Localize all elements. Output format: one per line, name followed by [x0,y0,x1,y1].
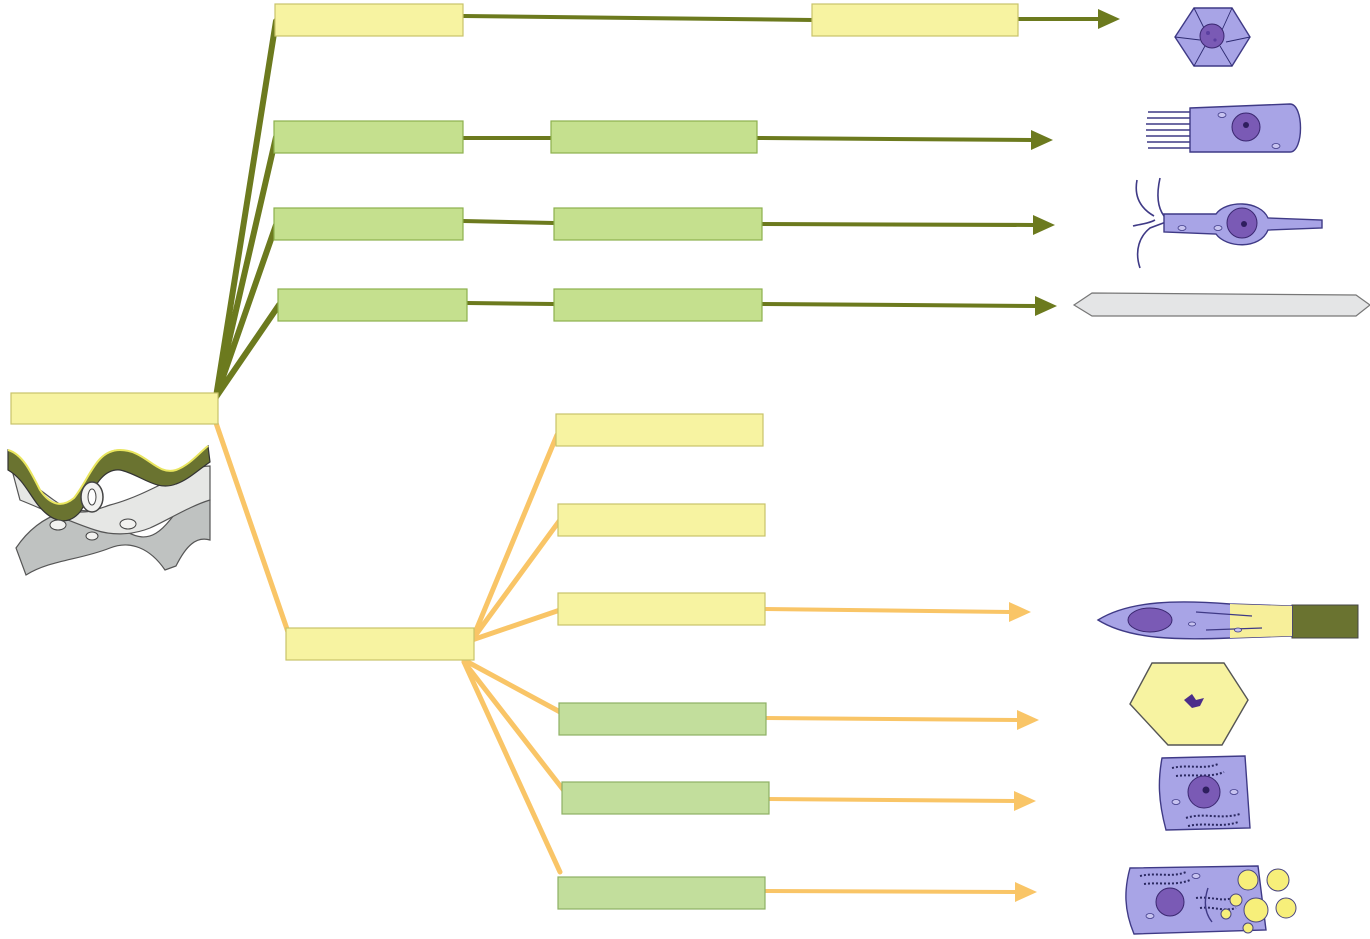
connector-meso-5-arrow [766,797,1017,803]
box-meso-5 [561,781,770,815]
connector-meso-4-arrow [763,716,1020,722]
connector-ecto-3b-arrow [760,222,1036,227]
box-ecto-4b [553,288,763,322]
cornified-cell-icon [1129,662,1249,746]
adipocyte-precursor-cell-icon [1125,865,1297,935]
box-meso-3 [557,592,766,626]
box-meso-1 [555,413,764,447]
connector-root-ecto-3 [213,222,279,400]
connector-meso-5 [461,659,568,795]
connector-root-meso [213,420,291,635]
connector-meso-4 [461,657,565,716]
boxes [10,3,1019,910]
box-ecto-2 [273,120,464,154]
arrowhead-row-8 [1015,882,1037,902]
box-meso-4 [558,702,767,736]
orange-connectors [213,420,1039,902]
neural-tube-embryo-section-icon [7,444,211,576]
connector-meso-3-arrow [763,607,1012,614]
connector-meso-1 [469,432,560,643]
connector-ecto-2b-arrow [755,136,1034,142]
arrowhead-row-6 [1017,710,1039,730]
connector-ecto-3-3b [461,219,556,225]
hair-shaft-icon [1072,292,1370,317]
connector-meso-3 [469,607,563,643]
connector-root-ecto-4 [213,302,282,400]
box-meso-6 [557,876,766,910]
box-root [10,392,219,425]
connector-ecto-4-4b [465,301,556,306]
box-ecto-1 [274,3,464,37]
arrowhead-row-1 [1098,9,1120,29]
connector-root-ecto-1 [213,18,279,400]
arrowhead-row-7 [1014,791,1036,811]
hexagonal-epithelial-cell-icon [1174,7,1251,67]
olive-connectors [213,9,1120,400]
box-meso-root [285,627,475,661]
secretory-cell-icon [1158,755,1251,831]
neuron-cell-icon [1132,177,1323,269]
connector-root-ecto-2 [213,134,279,400]
box-ecto-2b [550,120,758,154]
box-ecto-3 [273,207,464,241]
connector-ecto-1-1b [461,14,815,22]
connector-meso-2 [469,517,563,643]
arrowhead-row-5 [1009,602,1031,622]
arrowhead-row-4 [1035,296,1057,316]
box-ecto-4 [277,288,468,322]
ciliated-cell-icon [1146,103,1302,153]
spindle-cell-with-fiber-icon [1096,601,1359,640]
connector-meso-6-arrow [763,889,1018,894]
box-meso-2 [557,503,766,537]
arrowhead-row-2 [1031,130,1053,150]
connector-meso-6 [461,659,563,875]
connector-ecto-4b-arrow [760,302,1038,308]
box-ecto-3b [553,207,763,241]
box-ecto-1b [811,3,1019,37]
arrowhead-row-3 [1033,215,1055,235]
